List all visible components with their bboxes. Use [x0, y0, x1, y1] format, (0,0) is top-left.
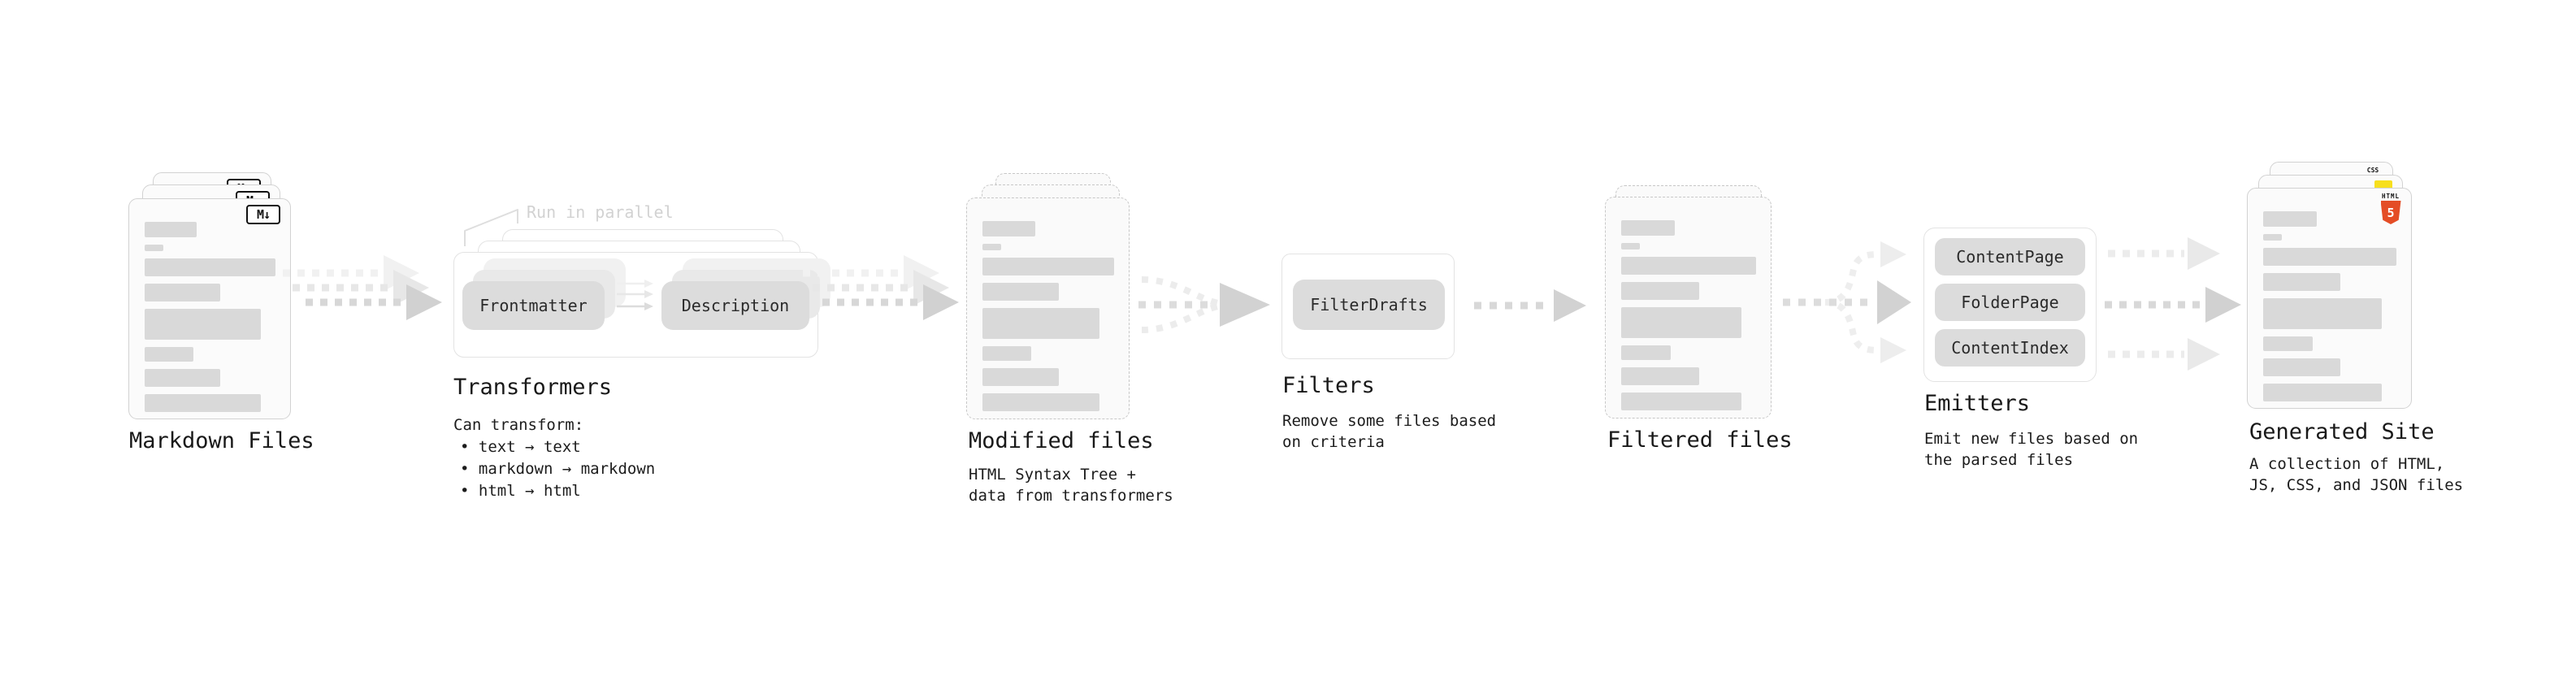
stage-desc-emitters: Emit new files based on the parsed files — [1924, 430, 2139, 469]
transformer-inner-arrows — [617, 280, 653, 310]
filtered-file-card — [1605, 197, 1772, 419]
text-line-placeholder — [2263, 273, 2341, 291]
filter-pill-filterdrafts: FilterDrafts — [1293, 280, 1445, 330]
emitter-pill-folderpage: FolderPage — [1935, 284, 2085, 321]
transformer-run-box: Frontmatter Description — [453, 252, 830, 358]
text-line-placeholder — [982, 393, 1100, 411]
text-line-placeholder — [1621, 257, 1756, 275]
text-line-placeholder — [2263, 234, 2282, 241]
file-content-placeholder — [1621, 220, 1756, 410]
stage-desc-generated-site: A collection of HTML, JS, CSS, and JSON … — [2249, 455, 2464, 494]
stage-label-filters: Filters — [1282, 373, 1375, 398]
text-line-placeholder — [2263, 298, 2382, 329]
text-line-placeholder — [2263, 211, 2317, 227]
text-line-placeholder — [982, 258, 1114, 275]
flow-arrow-filters-to-filtered — [1468, 285, 1594, 326]
stage-markdown-files: M↓ M↓ M↓ — [128, 172, 323, 424]
html5-icon: HTML 5 — [2380, 193, 2401, 224]
stage-emitters-box: ContentPage FolderPage ContentIndex — [1923, 228, 2097, 382]
text-line-placeholder — [982, 221, 1035, 236]
stage-label-filtered-files: Filtered files — [1607, 427, 1793, 453]
text-line-placeholder — [145, 245, 163, 251]
text-line-placeholder — [1621, 243, 1641, 249]
file-content-placeholder — [982, 221, 1114, 411]
text-line-placeholder — [982, 346, 1031, 361]
stage-desc-modified-files: HTML Syntax Tree + data from transformer… — [969, 466, 1173, 505]
html-file-card: HTML 5 — [2247, 188, 2412, 409]
list-item: text → text — [460, 436, 655, 458]
stage-label-generated-site: Generated Site — [2249, 419, 2435, 445]
transformers-capability-list: text → text markdown → markdown html → h… — [460, 436, 655, 502]
list-item: html → html — [460, 480, 655, 502]
text-line-placeholder — [145, 222, 197, 237]
text-line-placeholder — [1621, 393, 1741, 410]
list-item: markdown → markdown — [460, 458, 655, 480]
text-line-placeholder — [1621, 307, 1741, 338]
text-line-placeholder — [1621, 367, 1700, 385]
text-line-placeholder — [145, 309, 262, 340]
text-line-placeholder — [982, 308, 1100, 339]
text-line-placeholder — [145, 394, 262, 412]
markdown-file-card: M↓ — [128, 198, 291, 419]
stage-filtered-files — [1605, 185, 1800, 425]
text-line-placeholder — [2263, 248, 2396, 266]
file-content-placeholder — [2263, 211, 2396, 401]
flow-arrow-filtered-to-emitters — [1783, 241, 1911, 363]
flow-arrow-transformers-to-modified — [819, 257, 969, 348]
text-line-placeholder — [2263, 384, 2382, 401]
stage-desc-transformers-title: Can transform: — [453, 416, 584, 434]
html5-icon-number: 5 — [2387, 205, 2395, 220]
modified-file-card — [966, 197, 1130, 419]
text-line-placeholder — [1621, 282, 1700, 300]
emitter-pill-contentpage: ContentPage — [1935, 238, 2085, 275]
text-line-placeholder — [145, 258, 275, 276]
flow-arrow-modified-to-filters — [1138, 276, 1270, 333]
stage-label-modified-files: Modified files — [969, 428, 1154, 453]
stage-transformers: Frontmatter Description — [453, 229, 830, 358]
text-line-placeholder — [982, 368, 1059, 386]
stage-desc-filters: Remove some files based on criteria — [1282, 412, 1497, 451]
stage-label-emitters: Emitters — [1924, 391, 2031, 416]
stage-label-transformers: Transformers — [453, 375, 613, 400]
text-line-placeholder — [1621, 220, 1676, 236]
markdown-icon: M↓ — [246, 205, 280, 224]
run-in-parallel-note: Run in parallel — [527, 202, 674, 222]
flow-arrow-emitters-to-generated — [2103, 234, 2248, 368]
html5-icon-shield: 5 — [2380, 201, 2401, 224]
text-line-placeholder — [2263, 358, 2341, 376]
transformer-pill-description: Description — [661, 281, 809, 330]
text-line-placeholder — [982, 283, 1059, 301]
text-line-placeholder — [982, 244, 1001, 250]
emitter-pill-list: ContentPage FolderPage ContentIndex — [1935, 238, 2085, 367]
stage-label-markdown-files: Markdown Files — [129, 428, 314, 453]
html5-icon-word: HTML — [2381, 193, 2400, 200]
run-in-parallel-callout-line — [464, 209, 518, 246]
file-content-placeholder — [145, 222, 275, 412]
text-line-placeholder — [145, 369, 221, 387]
text-line-placeholder — [2263, 336, 2313, 351]
text-line-placeholder — [145, 347, 193, 362]
flow-arrow-markdown-to-transformers — [299, 257, 449, 348]
emitter-pill-contentindex: ContentIndex — [1935, 329, 2085, 367]
stage-modified-files — [966, 173, 1161, 425]
stage-filters-box: FilterDrafts — [1281, 254, 1455, 359]
stage-generated-site: CSS HTML 5 — [2247, 162, 2442, 414]
transformer-pill-frontmatter: Frontmatter — [462, 281, 605, 330]
text-line-placeholder — [1621, 345, 1672, 360]
css-icon-label: CSS — [2366, 167, 2379, 174]
text-line-placeholder — [145, 284, 221, 301]
